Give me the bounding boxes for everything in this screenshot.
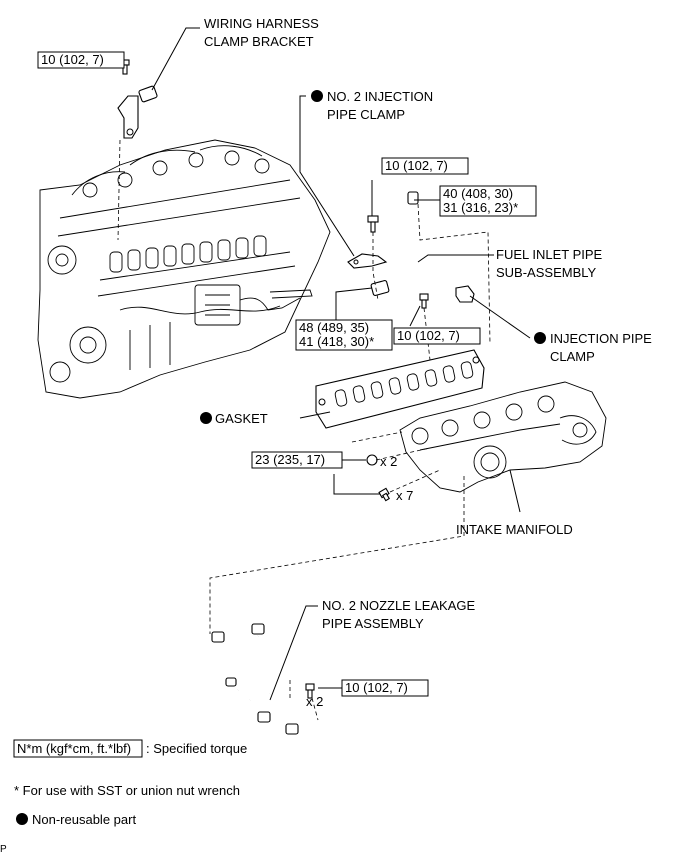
- no2-injection-pipe-clamp: [347, 253, 388, 269]
- legend-torque-units: N*m (kgf*cm, ft.*lbf): [17, 741, 131, 756]
- label-injection-clamp-line1: INJECTION PIPE: [550, 331, 652, 346]
- torque-clamp-bolt-text: 10 (102, 7): [385, 158, 448, 173]
- qty-leakage-pipe-bolts: x 2: [306, 694, 323, 709]
- legend-sst-note: * For use with SST or union nut wrench: [14, 783, 240, 798]
- fuel-inlet-pipe: [370, 186, 419, 296]
- torque-fuel-pipe-lower-1: 48 (489, 35): [299, 320, 369, 335]
- torque-fuel-pipe-lower-2: 41 (418, 30)*: [299, 334, 374, 349]
- label-injection-pipe-clamp: INJECTION PIPE CLAMP: [534, 331, 652, 364]
- injection-pipe-clamp: [455, 285, 475, 303]
- torque-injection-clamp-bolt-text: 10 (102, 7): [397, 328, 460, 343]
- label-wiring-harness-line1: WIRING HARNESS: [204, 16, 319, 31]
- torque-leakage-pipe-bolt-text: 10 (102, 7): [345, 680, 408, 695]
- leader-lines: [80, 27, 531, 701]
- label-fuel-inlet-line1: FUEL INLET PIPE: [496, 247, 603, 262]
- engine-block: [37, 139, 331, 399]
- torque-injection-clamp-bolt: 10 (102, 7): [393, 327, 481, 345]
- legend-torque: N*m (kgf*cm, ft.*lbf) : Specified torque: [13, 739, 247, 758]
- torque-fuel-pipe-upper-2: 31 (316, 23)*: [443, 200, 518, 215]
- torque-fuel-pipe-upper-1: 40 (408, 30): [443, 186, 513, 201]
- gasket: [315, 349, 485, 429]
- manifold-bolt: [378, 487, 390, 502]
- label-no2-injection-line1: NO. 2 INJECTION: [327, 89, 433, 104]
- no2-nozzle-leakage-pipe: [211, 623, 299, 735]
- label-no2-injection-line2: PIPE CLAMP: [327, 107, 405, 122]
- leakage-pipe-bolt: [305, 683, 315, 699]
- torque-clamp-bolt: 10 (102, 7): [381, 157, 469, 175]
- manifold-nut: [366, 454, 378, 466]
- torque-manifold: 23 (235, 17): [251, 451, 343, 469]
- nonreusable-dot-icon: [200, 412, 212, 424]
- label-fuel-inlet-line2: SUB-ASSEMBLY: [496, 265, 597, 280]
- label-intake-manifold: INTAKE MANIFOLD: [456, 522, 573, 537]
- intake-manifold: [399, 381, 607, 493]
- wiring-harness-clamp-bracket: [117, 85, 158, 139]
- corner-mark: P: [0, 844, 7, 855]
- torque-fuel-pipe-lower: 48 (489, 35) 41 (418, 30)*: [295, 319, 393, 351]
- nonreusable-dot-icon: [16, 813, 28, 825]
- qty-manifold-nuts: x 2: [380, 454, 397, 469]
- label-wiring-harness-line2: CLAMP BRACKET: [204, 34, 314, 49]
- torque-manifold-text: 23 (235, 17): [255, 452, 325, 467]
- legend-torque-desc: : Specified torque: [146, 741, 247, 756]
- injection-clamp-bolt: [419, 293, 429, 309]
- nonreusable-dot-icon: [534, 332, 546, 344]
- label-nozzle-leakage-line1: NO. 2 NOZZLE LEAKAGE: [322, 598, 475, 613]
- qty-manifold-bolts: x 7: [396, 488, 413, 503]
- torque-fuel-pipe-upper: 40 (408, 30) 31 (316, 23)*: [439, 185, 537, 217]
- nonreusable-dot-icon: [311, 90, 323, 102]
- torque-leakage-pipe-bolt: 10 (102, 7): [341, 679, 429, 697]
- legend-nonreusable-text: Non-reusable part: [32, 812, 136, 827]
- torque-bracket-bolt: 10 (102, 7): [37, 51, 125, 69]
- label-fuel-inlet-pipe: FUEL INLET PIPE SUB-ASSEMBLY: [496, 247, 603, 280]
- label-no2-nozzle-leakage-pipe: NO. 2 NOZZLE LEAKAGE PIPE ASSEMBLY: [322, 598, 475, 631]
- label-nozzle-leakage-line2: PIPE ASSEMBLY: [322, 616, 424, 631]
- label-gasket: GASKET: [200, 411, 268, 426]
- label-wiring-harness-clamp-bracket: WIRING HARNESS CLAMP BRACKET: [204, 16, 319, 49]
- legend-nonreusable: Non-reusable part: [16, 812, 136, 827]
- label-gasket-text: GASKET: [215, 411, 268, 426]
- label-no2-injection-pipe-clamp: NO. 2 INJECTION PIPE CLAMP: [311, 89, 433, 122]
- label-injection-clamp-line2: CLAMP: [550, 349, 595, 364]
- torque-bracket-bolt-text: 10 (102, 7): [41, 52, 104, 67]
- alignment-lines: [117, 139, 491, 721]
- clamp-bolt: [367, 215, 379, 233]
